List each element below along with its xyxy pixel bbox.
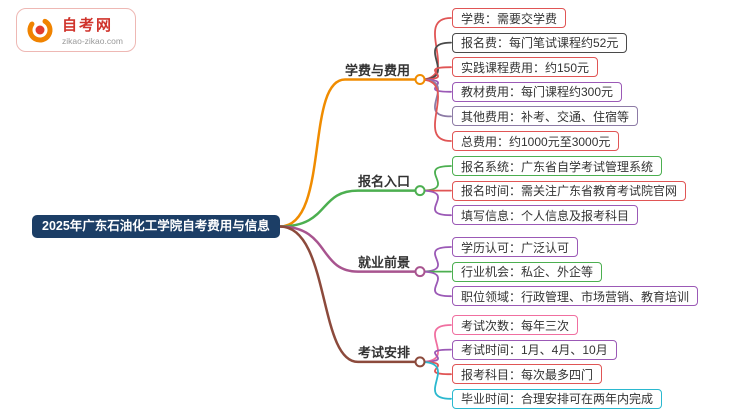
mindmap-leaf: 报考科目：每次最多四门	[452, 364, 603, 385]
branch-circle-1	[414, 185, 426, 197]
branch-circle-2	[414, 266, 426, 278]
branch-label-2: 就业前景	[357, 254, 410, 270]
connector-line	[419, 66, 452, 81]
mindmap-leaf: 职位领域：行政管理、市场营销、教育培训	[452, 286, 699, 307]
connector-line	[419, 270, 452, 298]
connector-line	[419, 78, 452, 118]
branch-label-3: 考试安排	[357, 344, 410, 360]
connector-line	[419, 165, 452, 192]
connector-line	[419, 41, 452, 81]
connector-line	[419, 361, 452, 376]
mindmap-leaf: 行业机会：私企、外企等	[452, 261, 603, 282]
mindmap-leaf: 填写信息：个人信息及报考科目	[452, 205, 639, 226]
mindmap-leaf: 毕业时间：合理安排可在两年内完成	[452, 388, 663, 409]
branch-circle-0	[414, 74, 426, 85]
logo-text: 自考网 zikao-zikao.com	[62, 14, 123, 46]
mindmap-leaf: 考试次数：每年三次	[452, 315, 579, 335]
mindmap-leaf: 报名系统：广东省自学考试管理系统	[452, 156, 663, 176]
connector-line	[278, 225, 422, 364]
mindmap-leaf: 学费：需要交学费	[452, 8, 567, 28]
connector-line	[419, 78, 452, 93]
site-logo[interactable]: 自考网 zikao-zikao.com	[16, 8, 136, 52]
mindmap-leaf: 教材费用：每门课程约300元	[452, 81, 623, 102]
logo-subtitle: zikao-zikao.com	[62, 36, 123, 46]
connector-line	[419, 361, 452, 400]
mindmap-leaf: 报名费：每门笔试课程约52元	[452, 32, 628, 53]
connector-line	[419, 324, 452, 363]
connector-line	[419, 189, 452, 217]
connector-line	[419, 78, 452, 142]
root-node: 2025年广东石油化工学院自考费用与信息	[32, 215, 280, 238]
mindmap-leaf: 学历认可：广泛认可	[452, 237, 579, 257]
mindmap-leaf: 其他费用：补考、交通、住宿等	[452, 106, 639, 127]
connector-line	[278, 189, 422, 228]
mindmap-leaf: 报名时间：需关注广东省教育考试院官网	[452, 180, 687, 201]
connector-line	[278, 78, 422, 228]
logo-title: 自考网	[62, 17, 114, 34]
mindmap-leaf: 实践课程费用：约150元	[452, 57, 599, 78]
mindmap-leaf: 总费用：约1000元至3000元	[452, 131, 620, 151]
connector-line	[419, 17, 452, 81]
mindmap-leaf: 考试时间：1月、4月、10月	[452, 339, 617, 360]
branch-label-1: 报名入口	[357, 173, 410, 189]
branch-label-0: 学费与费用	[344, 62, 410, 78]
branch-circle-3	[414, 356, 426, 368]
connector-line	[419, 246, 452, 273]
connector-line	[419, 348, 452, 363]
zikao-logo-icon	[27, 17, 53, 43]
